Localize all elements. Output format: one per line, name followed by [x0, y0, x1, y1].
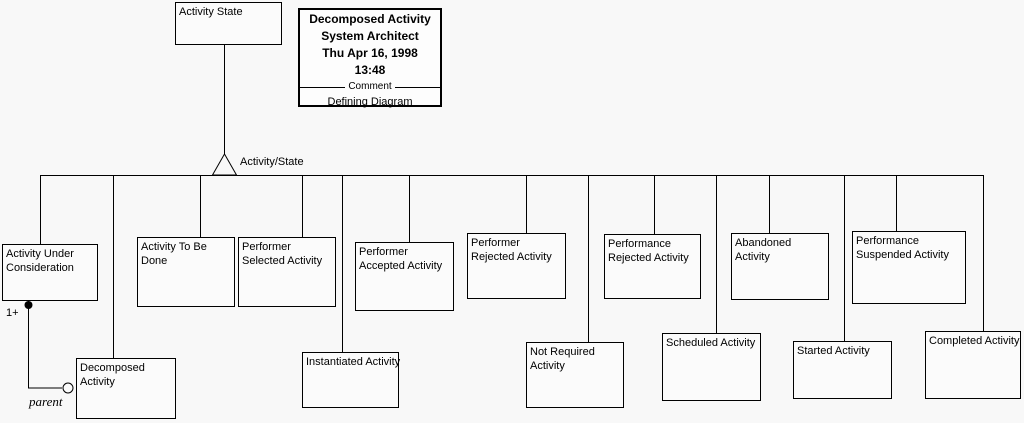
node-label: Instantiated Activity	[306, 356, 401, 368]
defining-diagram-label: Defining Diagram	[327, 96, 413, 108]
node-label: Activity Under Consideration	[6, 248, 74, 274]
title-line-tool: System Architect	[321, 29, 419, 43]
comment-label: Comment	[348, 81, 392, 92]
branch-drop-lines	[40, 175, 984, 358]
title-line-date: Thu Apr 16, 1998	[322, 46, 418, 60]
node-not-required-activity[interactable]: Not Required Activity	[526, 342, 624, 408]
node-performer-selected-activity[interactable]: Performer Selected Activity	[238, 237, 336, 307]
node-activity-state[interactable]: Activity State	[175, 2, 282, 45]
rule-line	[300, 86, 346, 88]
node-scheduled-activity[interactable]: Scheduled Activity	[662, 333, 761, 401]
title-line-time: 13:48	[354, 63, 386, 77]
diagram-title-block[interactable]: Decomposed Activity System Architect Thu…	[298, 8, 442, 108]
node-performer-accepted-activity[interactable]: Performer Accepted Activity	[355, 242, 454, 311]
node-label: Performer Rejected Activity	[471, 237, 552, 263]
node-started-activity[interactable]: Started Activity	[793, 341, 892, 399]
branch-label: Activity/State	[240, 156, 304, 168]
node-label: Activity State	[179, 6, 243, 18]
node-completed-activity[interactable]: Completed Activity	[925, 331, 1021, 399]
node-label: Performer Accepted Activity	[359, 246, 443, 272]
node-label: Decomposed Activity	[80, 362, 145, 388]
parent-link-circle-icon	[62, 382, 74, 394]
node-performance-suspended-activity[interactable]: Performance Suspended Activity	[852, 231, 966, 304]
node-label: Not Required Activity	[530, 346, 595, 372]
title-line-name: Decomposed Activity	[309, 12, 431, 26]
node-performance-rejected-activity[interactable]: Performance Rejected Activity	[604, 234, 701, 299]
node-label: Scheduled Activity	[666, 337, 756, 349]
node-activity-under-consideration[interactable]: Activity Under Consideration	[2, 244, 98, 301]
node-label: Performance Rejected Activity	[608, 238, 689, 264]
node-instantiated-activity[interactable]: Instantiated Activity	[302, 352, 401, 408]
node-label: Activity To Be Done	[141, 241, 207, 267]
rule-line	[394, 86, 441, 88]
node-label: Performance Suspended Activity	[856, 235, 949, 261]
node-label: Abandoned Activity	[735, 237, 792, 263]
comment-separator: Comment	[300, 81, 441, 93]
node-performer-rejected-activity[interactable]: Performer Rejected Activity	[467, 233, 566, 299]
parent-link-line	[28, 300, 62, 389]
parent-role-label: parent	[29, 394, 63, 409]
node-label: Completed Activity	[929, 335, 1020, 347]
node-abandoned-activity[interactable]: Abandoned Activity	[731, 233, 829, 300]
node-activity-to-be-done[interactable]: Activity To Be Done	[137, 237, 235, 307]
cardinality-dot-icon	[24, 301, 33, 309]
node-label: Performer Selected Activity	[242, 241, 323, 267]
node-label: Started Activity	[797, 345, 870, 357]
node-decomposed-activity[interactable]: Decomposed Activity	[76, 358, 176, 419]
cardinality-label: 1+	[6, 307, 19, 319]
branch-triangle-icon	[211, 152, 238, 176]
